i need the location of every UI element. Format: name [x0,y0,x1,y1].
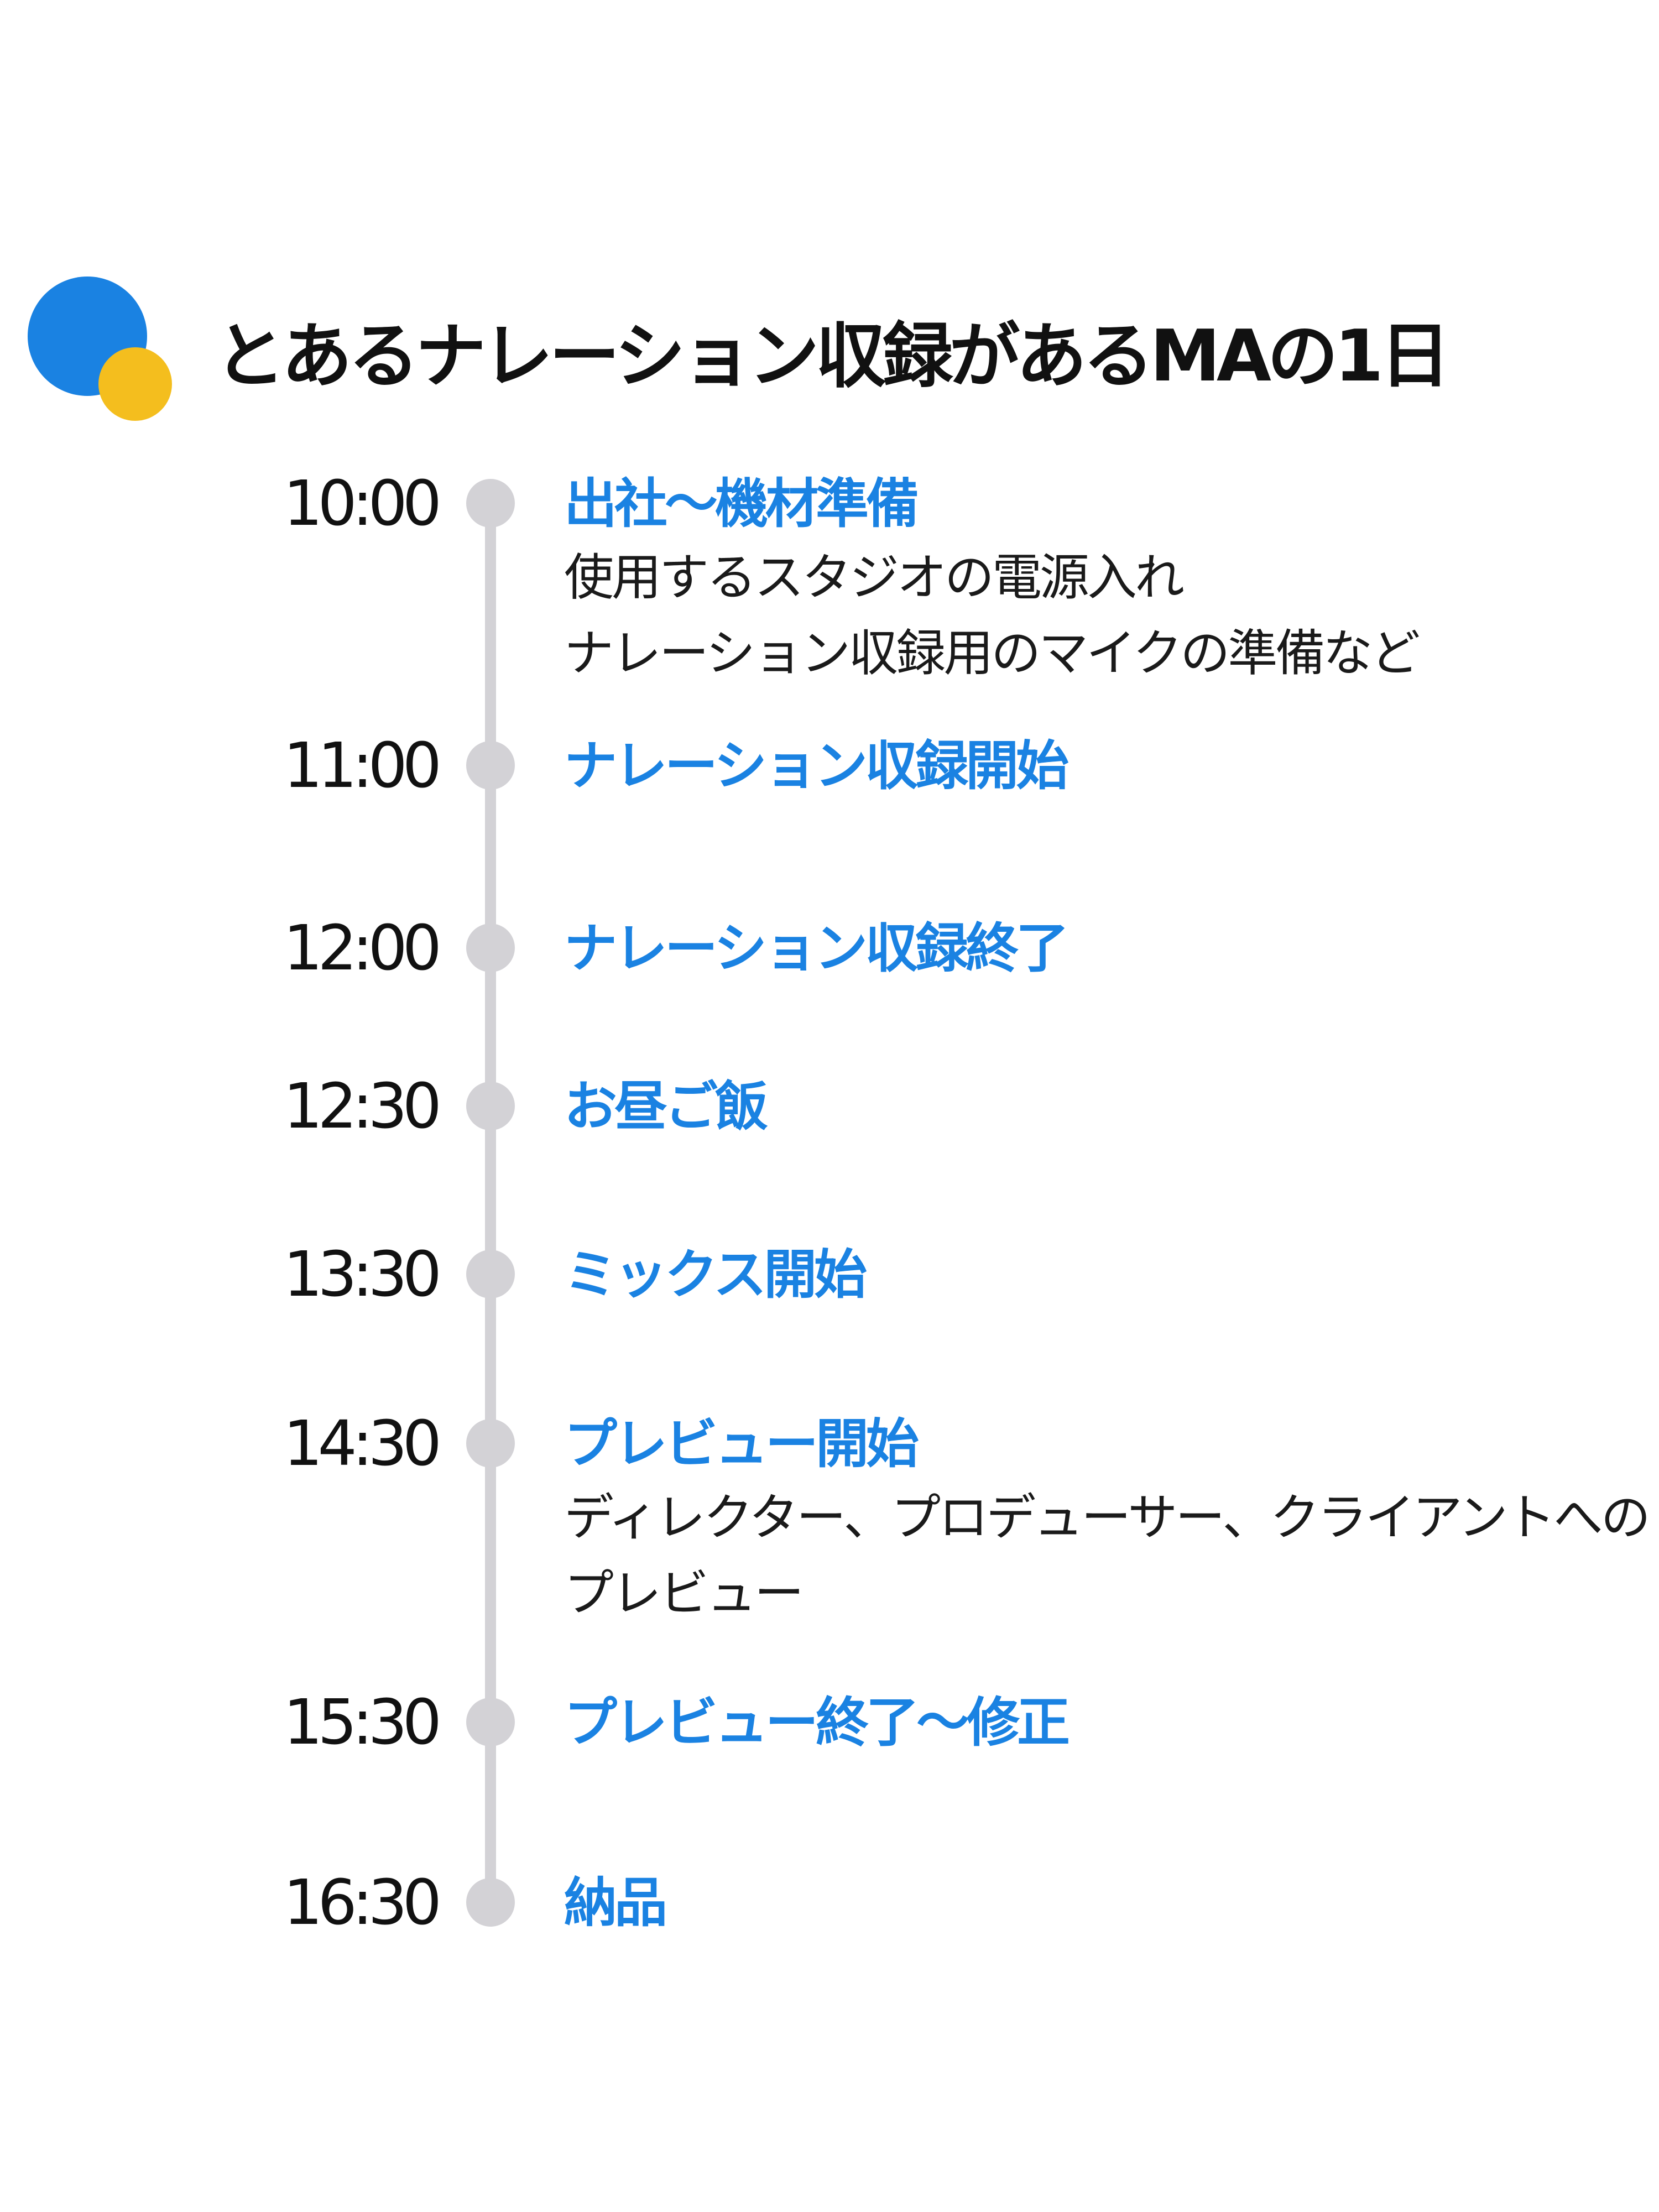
event-title: 納品 [564,1872,667,1934]
event-title: 出社〜機材準備 [564,473,919,535]
yellow-circle-icon [98,347,172,421]
timeline-dot-icon [466,1250,515,1298]
event-time: 12:30 [283,1071,442,1142]
event-time: 10:00 [283,468,442,540]
event-description-line: 使用するスタジオの電源入れ [564,549,1185,607]
event-description-line: ナレーション収録用のマイクの準備など [564,624,1420,682]
timeline-dot-icon [466,1419,515,1468]
event-title: プレビュー終了〜修正 [564,1692,1070,1754]
timeline-dot-icon [466,1698,515,1746]
timeline-dot-icon [466,1082,515,1130]
timeline-dot-icon [466,741,515,790]
timeline-dot-icon [466,1878,515,1927]
event-description: 使用するスタジオの電源入れ ナレーション収録用のマイクの準備など [564,540,1420,691]
page-title: とあるナレーション収録があるMAの1日 [215,315,1451,398]
event-time: 12:00 [283,912,442,984]
event-title: ナレーション収録開始 [564,735,1069,797]
event-title: ミックス開始 [564,1244,867,1306]
timeline-dot-icon [466,924,515,972]
event-title: プレビュー開始 [564,1413,919,1475]
event-description-line: プレビュー [564,1564,804,1623]
event-time: 15:30 [283,1687,442,1759]
event-time: 16:30 [283,1867,442,1939]
event-time: 13:30 [283,1239,442,1311]
event-title: お昼ご飯 [564,1076,768,1138]
event-title: ナレーション収録終了 [564,917,1069,979]
event-description-line: ディレクター、プロデューサー、クライアントへの [564,1489,1651,1547]
event-time: 11:00 [283,730,442,802]
event-description: ディレクター、プロデューサー、クライアントへの プレビュー [564,1480,1651,1631]
timeline-line [485,501,496,1904]
timeline-dot-icon [466,479,515,528]
event-time: 14:30 [283,1408,442,1480]
